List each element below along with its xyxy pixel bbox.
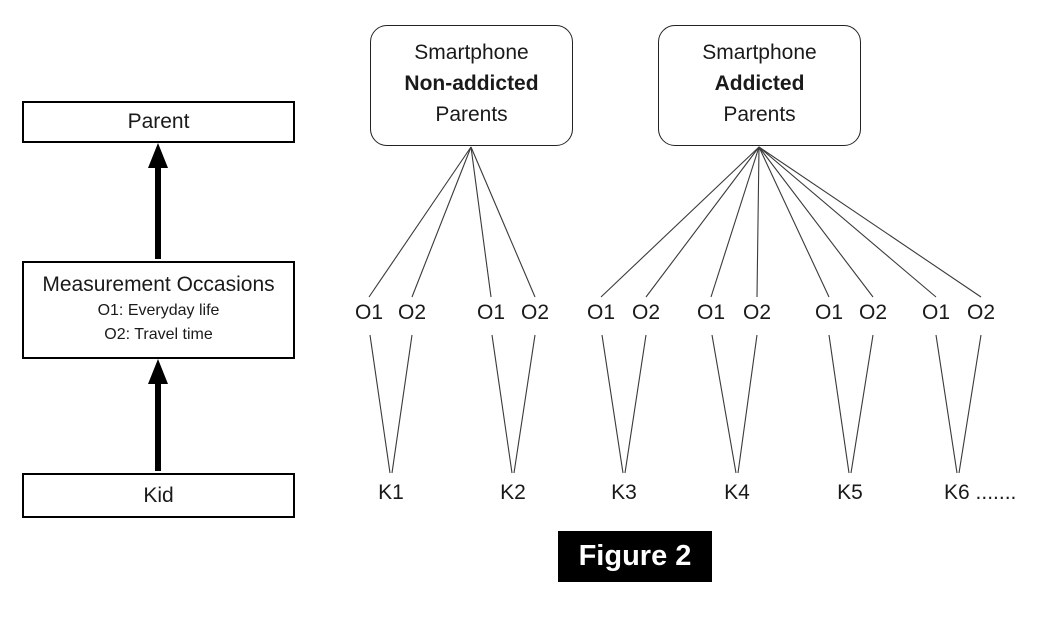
occasion-label-o2: O2 xyxy=(520,301,550,324)
occasion-label-o1: O1 xyxy=(921,301,951,324)
figure-caption-text: Figure 2 xyxy=(578,540,692,572)
fan-non-addicted xyxy=(368,146,536,298)
arrow-measurement-to-parent xyxy=(148,143,168,259)
kid-label-k4: K4 xyxy=(724,481,750,504)
kid-box: Kid xyxy=(22,473,295,518)
kid-label-k6: K6 ....... xyxy=(944,481,1017,504)
v-connectors-kids xyxy=(369,334,982,474)
kid-label-k5: K5 xyxy=(837,481,863,504)
occasion2-definition: O2: Travel time xyxy=(104,326,213,343)
measurement-occasions-title: Measurement Occasions xyxy=(42,273,275,296)
group-emphasis: Addicted xyxy=(714,72,805,95)
occasion-label-o1: O1 xyxy=(696,301,726,324)
addicted-parents-box: Smartphone Addicted Parents xyxy=(658,25,861,146)
fan-addicted xyxy=(600,146,982,298)
parent-box: Parent xyxy=(22,101,295,143)
occasion-label-o1: O1 xyxy=(586,301,616,324)
kid-label-k2: K2 xyxy=(500,481,526,504)
occasion-label-o2: O2 xyxy=(631,301,661,324)
occasion1-definition: O1: Everyday life xyxy=(97,302,220,319)
kid-box-label: Kid xyxy=(143,483,174,507)
occasion-label-o1: O1 xyxy=(354,301,384,324)
occasion-label-o2: O2 xyxy=(966,301,996,324)
group-line1: Smartphone xyxy=(414,41,529,64)
group-line3: Parents xyxy=(435,103,508,126)
occasion-label-o2: O2 xyxy=(858,301,888,324)
arrow-kid-to-measurement xyxy=(148,359,168,471)
kid-label-k1: K1 xyxy=(378,481,404,504)
group-line1: Smartphone xyxy=(702,41,817,64)
kid-label-k3: K3 xyxy=(611,481,637,504)
group-emphasis: Non-addicted xyxy=(404,72,539,95)
occasion-label-o1: O1 xyxy=(814,301,844,324)
figure-caption: Figure 2 xyxy=(558,531,712,582)
non-addicted-parents-box: Smartphone Non-addicted Parents xyxy=(370,25,573,146)
occasion-label-o1: O1 xyxy=(476,301,506,324)
occasion-label-o2: O2 xyxy=(397,301,427,324)
measurement-occasions-box: Measurement Occasions O1: Everyday life … xyxy=(22,261,295,359)
occasion-label-o2: O2 xyxy=(742,301,772,324)
group-line3: Parents xyxy=(723,103,796,126)
parent-box-label: Parent xyxy=(127,110,190,133)
